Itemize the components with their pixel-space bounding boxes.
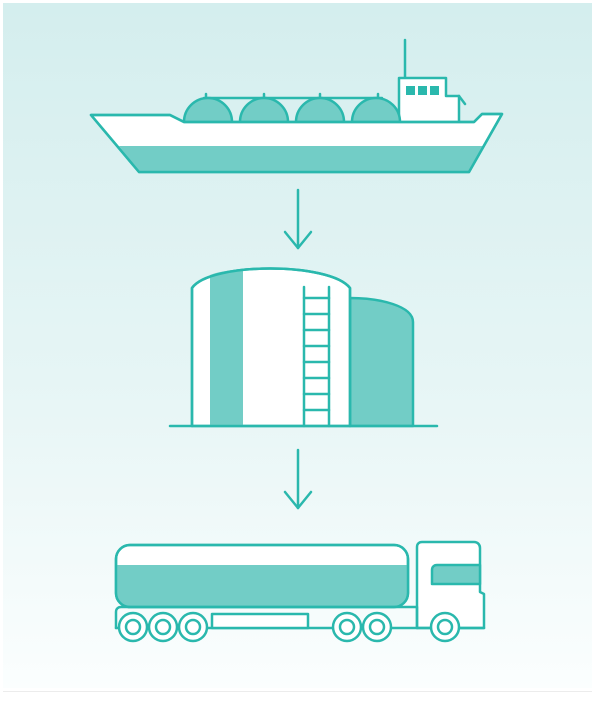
truck-cab-window [432, 565, 480, 584]
lng-carrier-ship-icon [91, 40, 502, 172]
cargo-dome [184, 98, 232, 122]
cargo-dome [296, 98, 344, 122]
bottom-divider [3, 691, 592, 692]
lng-tanker-truck-icon [116, 542, 484, 641]
bridge-window [406, 86, 415, 95]
tank-stripe [210, 269, 243, 426]
flow-arrow-down-icon [285, 450, 311, 508]
bridge-window [418, 86, 427, 95]
flow-arrow-down-icon [285, 190, 311, 248]
truck-tank-fill [116, 565, 408, 607]
truck-side-panel [212, 614, 308, 628]
cargo-dome [352, 98, 400, 122]
ship-hull-lower [119, 146, 484, 172]
ship-bridge [399, 78, 459, 122]
lng-storage-tank-icon [170, 269, 437, 427]
bridge-window [430, 86, 439, 95]
cargo-dome [240, 98, 288, 122]
secondary-tank [350, 298, 413, 426]
